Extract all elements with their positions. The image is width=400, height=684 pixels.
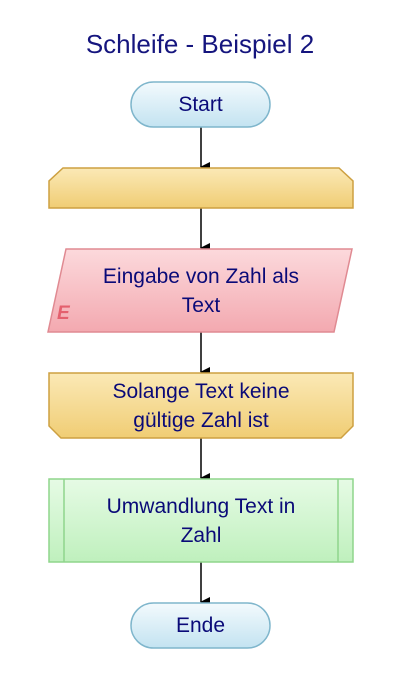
process-shape bbox=[48, 478, 354, 563]
input-label: Eingabe von Zahl als Text bbox=[56, 249, 346, 332]
loop-condition-line-1: Solange Text keine bbox=[112, 379, 290, 403]
input-shape bbox=[47, 248, 353, 333]
loop-head-shape bbox=[48, 167, 354, 209]
start-terminal-shape bbox=[130, 81, 271, 128]
process-label-line-1: Umwandlung Text in bbox=[106, 494, 296, 518]
start-label: Start bbox=[178, 93, 223, 116]
loop-condition-shape bbox=[48, 372, 354, 439]
process-label: Umwandlung Text in Zahl bbox=[64, 479, 338, 562]
end-label: Ende bbox=[175, 614, 226, 637]
diagram-title: Schleife - Beispiel 2 bbox=[85, 28, 315, 59]
loop-head-label bbox=[49, 168, 353, 208]
input-label-line-2: Text bbox=[181, 293, 221, 317]
end-terminal-shape bbox=[130, 602, 271, 649]
input-marker: E bbox=[57, 303, 70, 324]
loop-condition-label: Solange Text keine gültige Zahl ist bbox=[49, 373, 353, 438]
input-label-line-1: Eingabe von Zahl als bbox=[102, 264, 300, 288]
process-label-line-2: Zahl bbox=[180, 523, 222, 547]
loop-condition-line-2: gültige Zahl ist bbox=[133, 408, 269, 432]
